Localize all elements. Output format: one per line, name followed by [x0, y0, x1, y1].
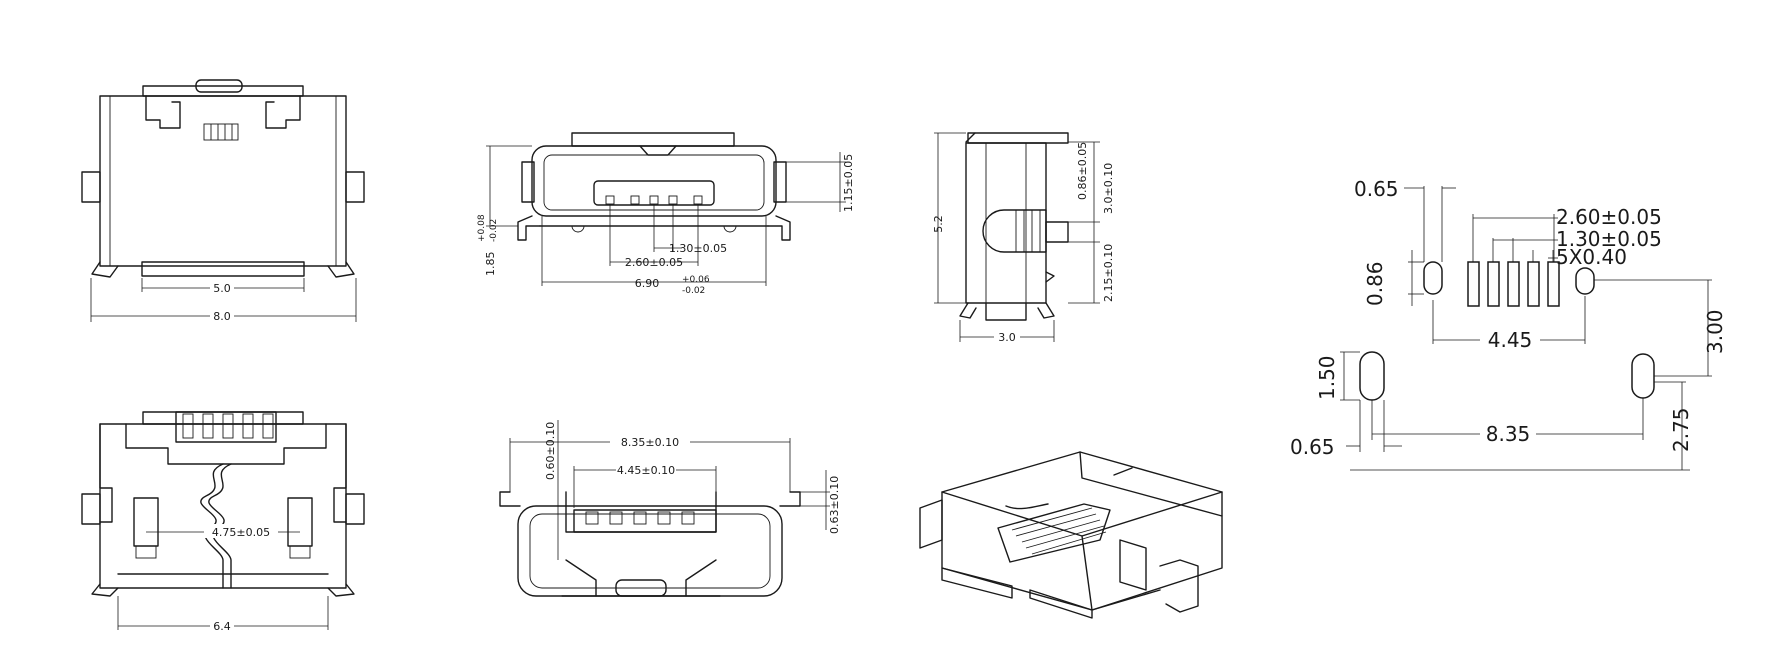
footprint-pad — [1575, 267, 1595, 295]
dim-tol-upper: +0.08 — [477, 214, 487, 242]
dim-label: 2.75 — [1669, 407, 1693, 452]
dim-label: 4.45 — [1488, 328, 1533, 352]
pcb-footprint: 0.65 0.86 2.60±0.05 1.30±0.05 5X0.40 4.4… — [1290, 177, 1727, 471]
dim-label: 5.0 — [213, 282, 231, 295]
dim-label: 6.90 — [635, 277, 660, 290]
dim-label: 3.0 — [998, 331, 1016, 344]
dim-label: 2.60±0.05 — [1556, 205, 1662, 229]
dim-label: 5.2 — [932, 215, 945, 233]
dim-label: 8.0 — [213, 310, 231, 323]
footprint-pad — [1467, 261, 1480, 307]
footprint-pad — [1507, 261, 1520, 307]
dim-label: 4.75±0.05 — [212, 526, 270, 539]
dim-label: 3.00 — [1703, 309, 1727, 354]
dim-label: 8.35±0.10 — [621, 436, 679, 449]
rear-view: 8.35±0.10 4.45±0.10 0.60±0.10 0.63±0.10 — [499, 420, 841, 597]
dim-label: 6.4 — [213, 620, 231, 633]
dim-label: 0.86 — [1363, 261, 1387, 306]
dim-label: 3.0±0.10 — [1102, 163, 1115, 214]
dim-label: 2.15±0.10 — [1102, 244, 1115, 302]
footprint-pad — [1547, 261, 1560, 307]
dim-label: 0.63±0.10 — [828, 476, 841, 534]
dim-label: 1.85 — [484, 252, 497, 277]
dim-label: 0.86±0.05 — [1076, 142, 1089, 200]
dim-tol-upper: +0.06 — [682, 275, 710, 285]
dim-label: 1.50 — [1315, 355, 1339, 400]
front-mouth-view: 6.90 +0.06 -0.02 2.60±0.05 1.30±0.05 1.8… — [477, 132, 855, 296]
side-view: 5.2 3.0 0.86±0.05 3.0±0.10 2.15±0.10 — [932, 132, 1115, 344]
dim-label: 0.65 — [1290, 435, 1335, 459]
footprint-pad — [1423, 261, 1443, 295]
dim-label: 2.60±0.05 — [625, 256, 683, 269]
dim-label: 1.15±0.05 — [842, 154, 855, 212]
footprint-slot — [1631, 353, 1655, 399]
dim-label: 1.30±0.05 — [669, 242, 727, 255]
dim-label: 5X0.40 — [1556, 245, 1627, 269]
isometric-view — [919, 451, 1223, 619]
dim-label: 4.45±0.10 — [617, 464, 675, 477]
top-front-view: 5.0 8.0 — [81, 79, 365, 323]
dim-label: 1.30±0.05 — [1556, 227, 1662, 251]
dim-label: 0.60±0.10 — [544, 422, 557, 480]
bottom-view: 4.75±0.05 6.4 — [81, 411, 365, 633]
dim-label: 8.35 — [1486, 422, 1531, 446]
footprint-pad — [1487, 261, 1500, 307]
footprint-pad — [1527, 261, 1540, 307]
dim-tol-lower: -0.02 — [682, 286, 705, 296]
dim-tol-lower: -0.02 — [489, 219, 499, 242]
footprint-slot — [1359, 351, 1385, 401]
dim-label: 0.65 — [1354, 177, 1399, 201]
